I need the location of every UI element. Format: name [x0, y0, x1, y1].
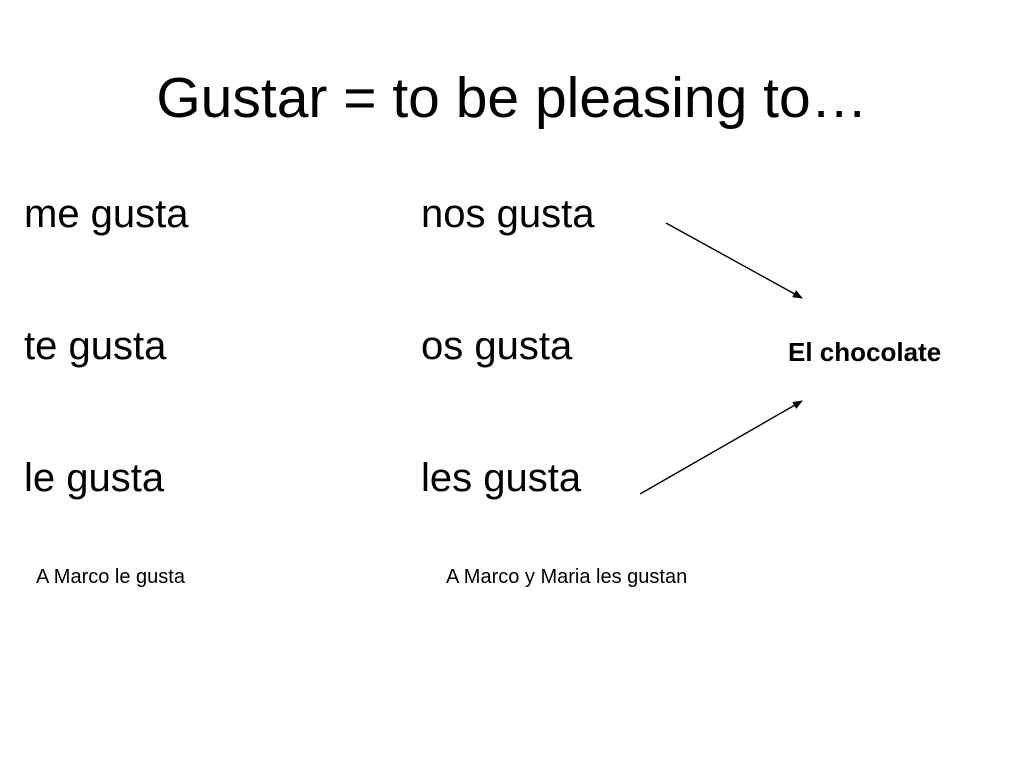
plural-form-les: les gusta: [421, 456, 582, 500]
slide-title: Gustar = to be pleasing to…: [156, 66, 868, 130]
plural-form-os: os gusta: [421, 324, 573, 368]
example-sentence-singular: A Marco le gusta: [36, 566, 185, 588]
singular-form-te: te gusta: [24, 324, 167, 368]
singular-form-le: le gusta: [24, 456, 165, 500]
target-noun: El chocolate: [788, 337, 942, 367]
plural-form-nos: nos gusta: [421, 192, 595, 236]
example-sentence-plural: A Marco y Maria les gustan: [446, 566, 688, 588]
arrow-nos-to-target: [665, 222, 803, 299]
arrow-les-to-target: [639, 400, 803, 495]
singular-form-me: me gusta: [24, 192, 189, 236]
